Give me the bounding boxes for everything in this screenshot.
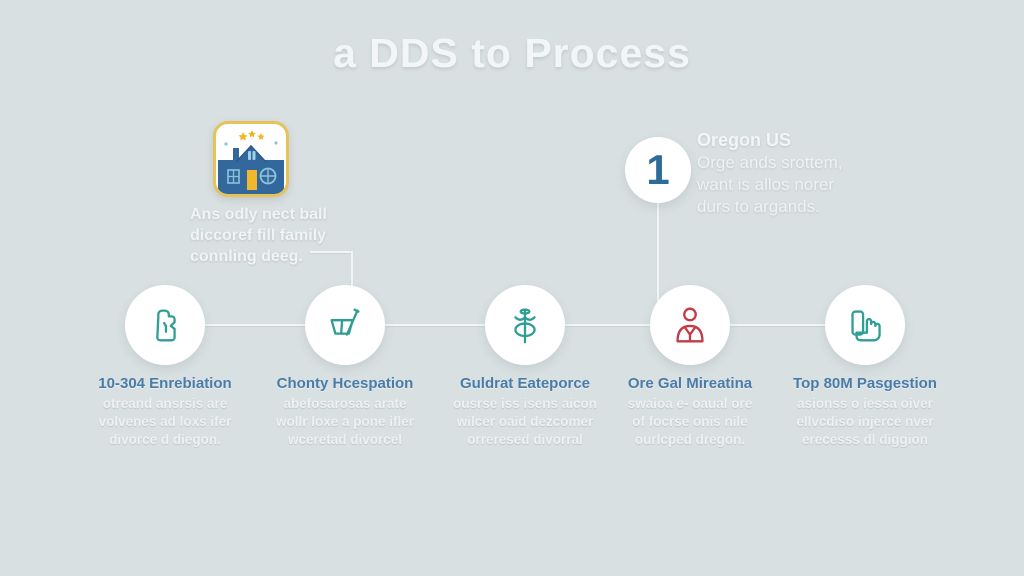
house-note-line: diccoref fill family bbox=[190, 226, 327, 244]
connector-bracket-horizontal bbox=[310, 251, 353, 253]
documents-hand-icon bbox=[851, 310, 881, 342]
step-subtext-line: wollr loxe a pone ifler bbox=[275, 413, 415, 429]
callout-line: Orge ands srottem, bbox=[697, 153, 843, 173]
basket-pencil-icon bbox=[330, 308, 360, 336]
connector-callout-vertical bbox=[657, 200, 659, 310]
step-subtext-line: divorce d diegon. bbox=[109, 431, 221, 447]
connector-bracket-vertical bbox=[351, 251, 353, 291]
timeline-step-5: Top 80M Pasgestion asionss o iessa oiver… bbox=[775, 285, 955, 448]
step-subtext-line: wceretad divorcel bbox=[287, 431, 403, 447]
step-heading: Top 80M Pasgestion bbox=[793, 375, 937, 392]
step-subtext-line: of focrse onis nile bbox=[632, 413, 748, 429]
step-subtext-line: ousrse iss isens aicon bbox=[452, 396, 598, 411]
callout-text: Oregon US Orge ands srottem, want is all… bbox=[697, 129, 917, 217]
person-icon bbox=[676, 307, 704, 343]
step-subtext: swaioa e- oaual ore of focrse onis nile … bbox=[600, 395, 780, 448]
step-subtext: abefosarosas arate wollr loxe a pone ifl… bbox=[255, 395, 435, 448]
step-number-badge: 1 bbox=[625, 137, 691, 203]
step-circle bbox=[305, 285, 385, 365]
house-illustration bbox=[218, 130, 284, 194]
step-subtext-line: erecesss dl diggion bbox=[801, 431, 929, 447]
step-heading: Chonty Hcespation bbox=[276, 375, 414, 392]
step-circle bbox=[125, 285, 205, 365]
step-heading: Ore Gal Mireatina bbox=[627, 375, 753, 392]
step-circle bbox=[650, 285, 730, 365]
step-circle bbox=[825, 285, 905, 365]
callout-line: durs to argands. bbox=[697, 196, 820, 216]
house-note-line: Ans odly nect ball bbox=[190, 206, 327, 223]
timeline-step-2: Chonty Hcespation abefosarosas arate wol… bbox=[255, 285, 435, 448]
house-icon bbox=[213, 121, 289, 197]
step-heading: 10-304 Enrebiation bbox=[98, 375, 232, 392]
step-heading: Guldrat Eateporce bbox=[459, 375, 591, 392]
step-subtext-line: wilcer oaid dezcomer bbox=[456, 413, 594, 429]
step-subtext-line: abefosarosas arate bbox=[283, 396, 407, 411]
page-title: a DDS to Process bbox=[333, 30, 691, 76]
callout-line: want is allos norer bbox=[697, 174, 835, 194]
house-note: Ans odly nect ball diccoref fill family … bbox=[190, 205, 420, 267]
timeline-step-4: Ore Gal Mireatina swaioa e- oaual ore of… bbox=[600, 285, 780, 448]
house-note-line: connling deeg. bbox=[190, 247, 303, 265]
step-subtext-line: ellvcdiso injerce nver bbox=[796, 413, 934, 429]
timeline-step-3: Guldrat Eateporce ousrse iss isens aicon… bbox=[435, 285, 615, 448]
step-circle bbox=[485, 285, 565, 365]
step-subtext: otreand ansrsis are volvenes ad loxs ife… bbox=[75, 395, 255, 448]
step-subtext-line: asionss o iessa oiver bbox=[797, 396, 933, 411]
scales-icon bbox=[514, 308, 536, 344]
step-subtext-line: orreresed divorral bbox=[467, 431, 583, 447]
callout-heading: Oregon US bbox=[697, 130, 792, 150]
certificate-icon bbox=[156, 309, 176, 342]
step-subtext-line: ourlcped dregon. bbox=[634, 431, 746, 447]
step-subtext: ousrse iss isens aicon wilcer oaid dezco… bbox=[435, 395, 615, 448]
step-subtext: asionss o iessa oiver ellvcdiso injerce … bbox=[775, 395, 955, 448]
timeline-step-1: 10-304 Enrebiation otreand ansrsis are v… bbox=[75, 285, 255, 448]
step-subtext-line: volvenes ad loxs ifer bbox=[98, 413, 232, 429]
step-subtext-line: swaioa e- oaual ore bbox=[627, 396, 753, 411]
step-subtext-line: otreand ansrsis are bbox=[102, 396, 228, 411]
step-number: 1 bbox=[646, 146, 670, 193]
